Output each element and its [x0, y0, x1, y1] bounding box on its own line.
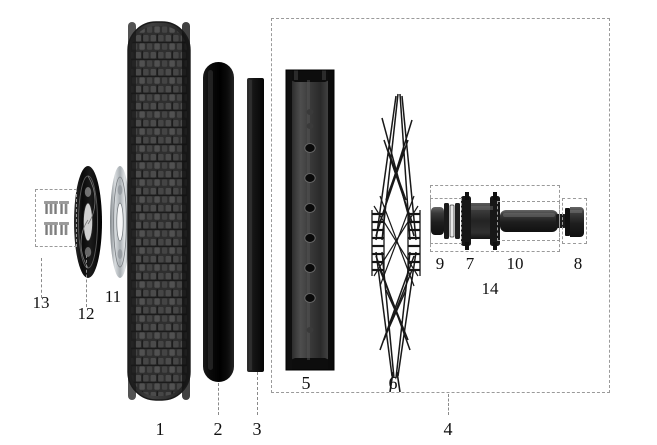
part-11-brake-rotor-silver: [110, 166, 130, 278]
rotor-bolt-set-box: [35, 189, 77, 247]
callout-4: 4: [443, 419, 453, 439]
callout-6: 6: [388, 373, 398, 393]
callout-11: 11: [104, 287, 122, 306]
end-cap-right-box: [562, 198, 587, 244]
freehub-body-box: [497, 201, 560, 241]
callout-2: 2: [213, 419, 223, 439]
callout-8: 8: [573, 254, 583, 273]
callout-1: 1: [155, 419, 165, 439]
leader-line-4: [448, 394, 449, 415]
callout-12: 12: [77, 304, 95, 323]
part-1-tire: [127, 21, 191, 401]
leader-line-3: [257, 372, 258, 415]
leader-line-12: [86, 255, 87, 307]
part-3-rim-strip: [247, 78, 264, 372]
callout-3: 3: [252, 419, 262, 439]
callout-14: 14: [481, 279, 499, 298]
callout-10: 10: [506, 254, 524, 273]
callout-9: 9: [435, 254, 445, 273]
wheel-assembly-box: [271, 18, 610, 393]
callout-5: 5: [301, 373, 311, 393]
leader-line-13: [41, 258, 42, 298]
part-12-brake-rotor-black: [74, 166, 102, 278]
part-2-inner-tube: [203, 62, 234, 382]
callout-13: 13: [32, 293, 50, 312]
leader-line-2: [218, 383, 219, 415]
end-cap-left-box: [430, 198, 462, 244]
callout-7: 7: [465, 254, 475, 273]
